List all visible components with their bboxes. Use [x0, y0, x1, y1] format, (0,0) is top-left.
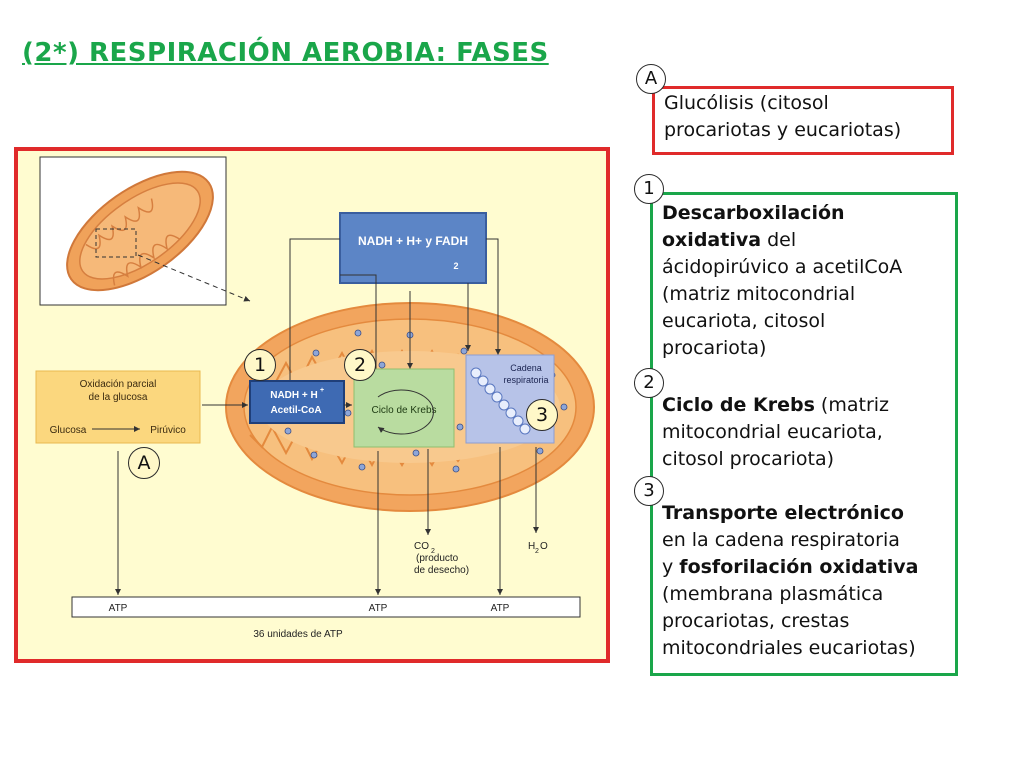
h2o-label: H [528, 541, 535, 552]
zoom-arrow [137, 254, 251, 302]
nadh-fadh-sub: 2 [453, 261, 458, 271]
atp-label-mid: ATP [369, 603, 388, 614]
nadh-acetil-box [249, 380, 345, 424]
nadh-acetil-sup: + [320, 387, 324, 394]
co2-label: CO [414, 541, 429, 552]
phase3-line4: (membrana plasmática [662, 583, 884, 605]
feedback-line-left [289, 238, 340, 387]
atp-total: 36 unidades de ATP [253, 629, 343, 640]
phase1-line1: Descarboxilación [662, 202, 845, 224]
krebs-label: Ciclo de Krebs [371, 405, 436, 416]
nadh-acetil-label-2: Acetil-CoA [270, 405, 321, 416]
nadh-fadh-box [339, 212, 487, 284]
phase3-line6: mitocondriales eucariotas) [662, 637, 916, 659]
right-marker-2: 2 [634, 368, 664, 398]
phase3-line2: en la cadena respiratoria [662, 529, 900, 551]
nadh-acetil-label-1: NADH + H [270, 390, 318, 401]
co2-desecho: de desecho) [414, 565, 469, 576]
electron-chain-icon [470, 367, 531, 435]
nadh-to-chain [486, 238, 501, 355]
phase2-line1: Ciclo de Krebs (matriz [662, 394, 890, 416]
h2o-o: O [540, 541, 548, 552]
phases-panel [650, 192, 958, 676]
respiration-diagram: Oxidación parcial de la glucosa Glucosa … [35, 156, 595, 640]
phase1-line2: oxidativa del [662, 229, 797, 251]
diagram-marker-a: A [128, 447, 160, 479]
matrix-particles [284, 329, 568, 473]
phase1-line5: eucariota, citosol [662, 310, 826, 332]
diagram-marker-3: 3 [526, 399, 558, 431]
oxidacion-label-1: Oxidación parcial [80, 379, 157, 390]
atp-bar [71, 596, 581, 618]
co2-producto: (producto [416, 553, 459, 564]
small-mitochondrion-icon [66, 170, 214, 292]
diagram-frame: Oxidación parcial de la glucosa Glucosa … [14, 147, 610, 663]
glycolysis-text-1: Glucólisis (citosol [664, 92, 829, 114]
feedback-line-mid [340, 274, 377, 413]
cadena-label-1: Cadena [510, 363, 542, 373]
phase1-line6: procariota) [662, 337, 767, 359]
glycolysis-box [35, 370, 201, 444]
right-marker-1: 1 [634, 174, 664, 204]
diagram-marker-1: 1 [244, 349, 276, 381]
glycolysis-panel [652, 86, 954, 155]
glucosa-label: Glucosa [50, 425, 87, 436]
phase2-line2: mitocondrial eucariota, [662, 421, 883, 443]
diagram-marker-2: 2 [344, 349, 376, 381]
piruvico-label: Pirúvico [150, 425, 186, 436]
right-marker-a: A [636, 64, 666, 94]
phase1-line3: ácidopirúvico a acetilCoA [662, 256, 903, 278]
page-title: (2*) RESPIRACIÓN AEROBIA: FASES [22, 38, 549, 68]
glycolysis-text-2: procariotas y eucariotas) [664, 119, 902, 141]
atp-label-right: ATP [491, 603, 510, 614]
co2-sub: 2 [431, 548, 435, 555]
krebs-cycle-icon [377, 389, 434, 435]
phase3-line5: procariotas, crestas [662, 610, 850, 632]
nadh-fadh-label: NADH + H+ y FADH [358, 234, 468, 248]
phase2-line3: citosol procariota) [662, 448, 835, 470]
phase3-line3: y fosforilación oxidativa [662, 556, 919, 578]
h2o-sub: 2 [535, 548, 539, 555]
zoom-region [95, 228, 137, 258]
oxidacion-label-2: de la glucosa [89, 392, 148, 403]
right-marker-3: 3 [634, 476, 664, 506]
phase3-line1: Transporte electrónico [662, 502, 904, 524]
atp-label-left: ATP [109, 603, 128, 614]
phase1-line4: (matriz mitocondrial [662, 283, 856, 305]
cadena-label-2: respiratoria [503, 375, 548, 385]
